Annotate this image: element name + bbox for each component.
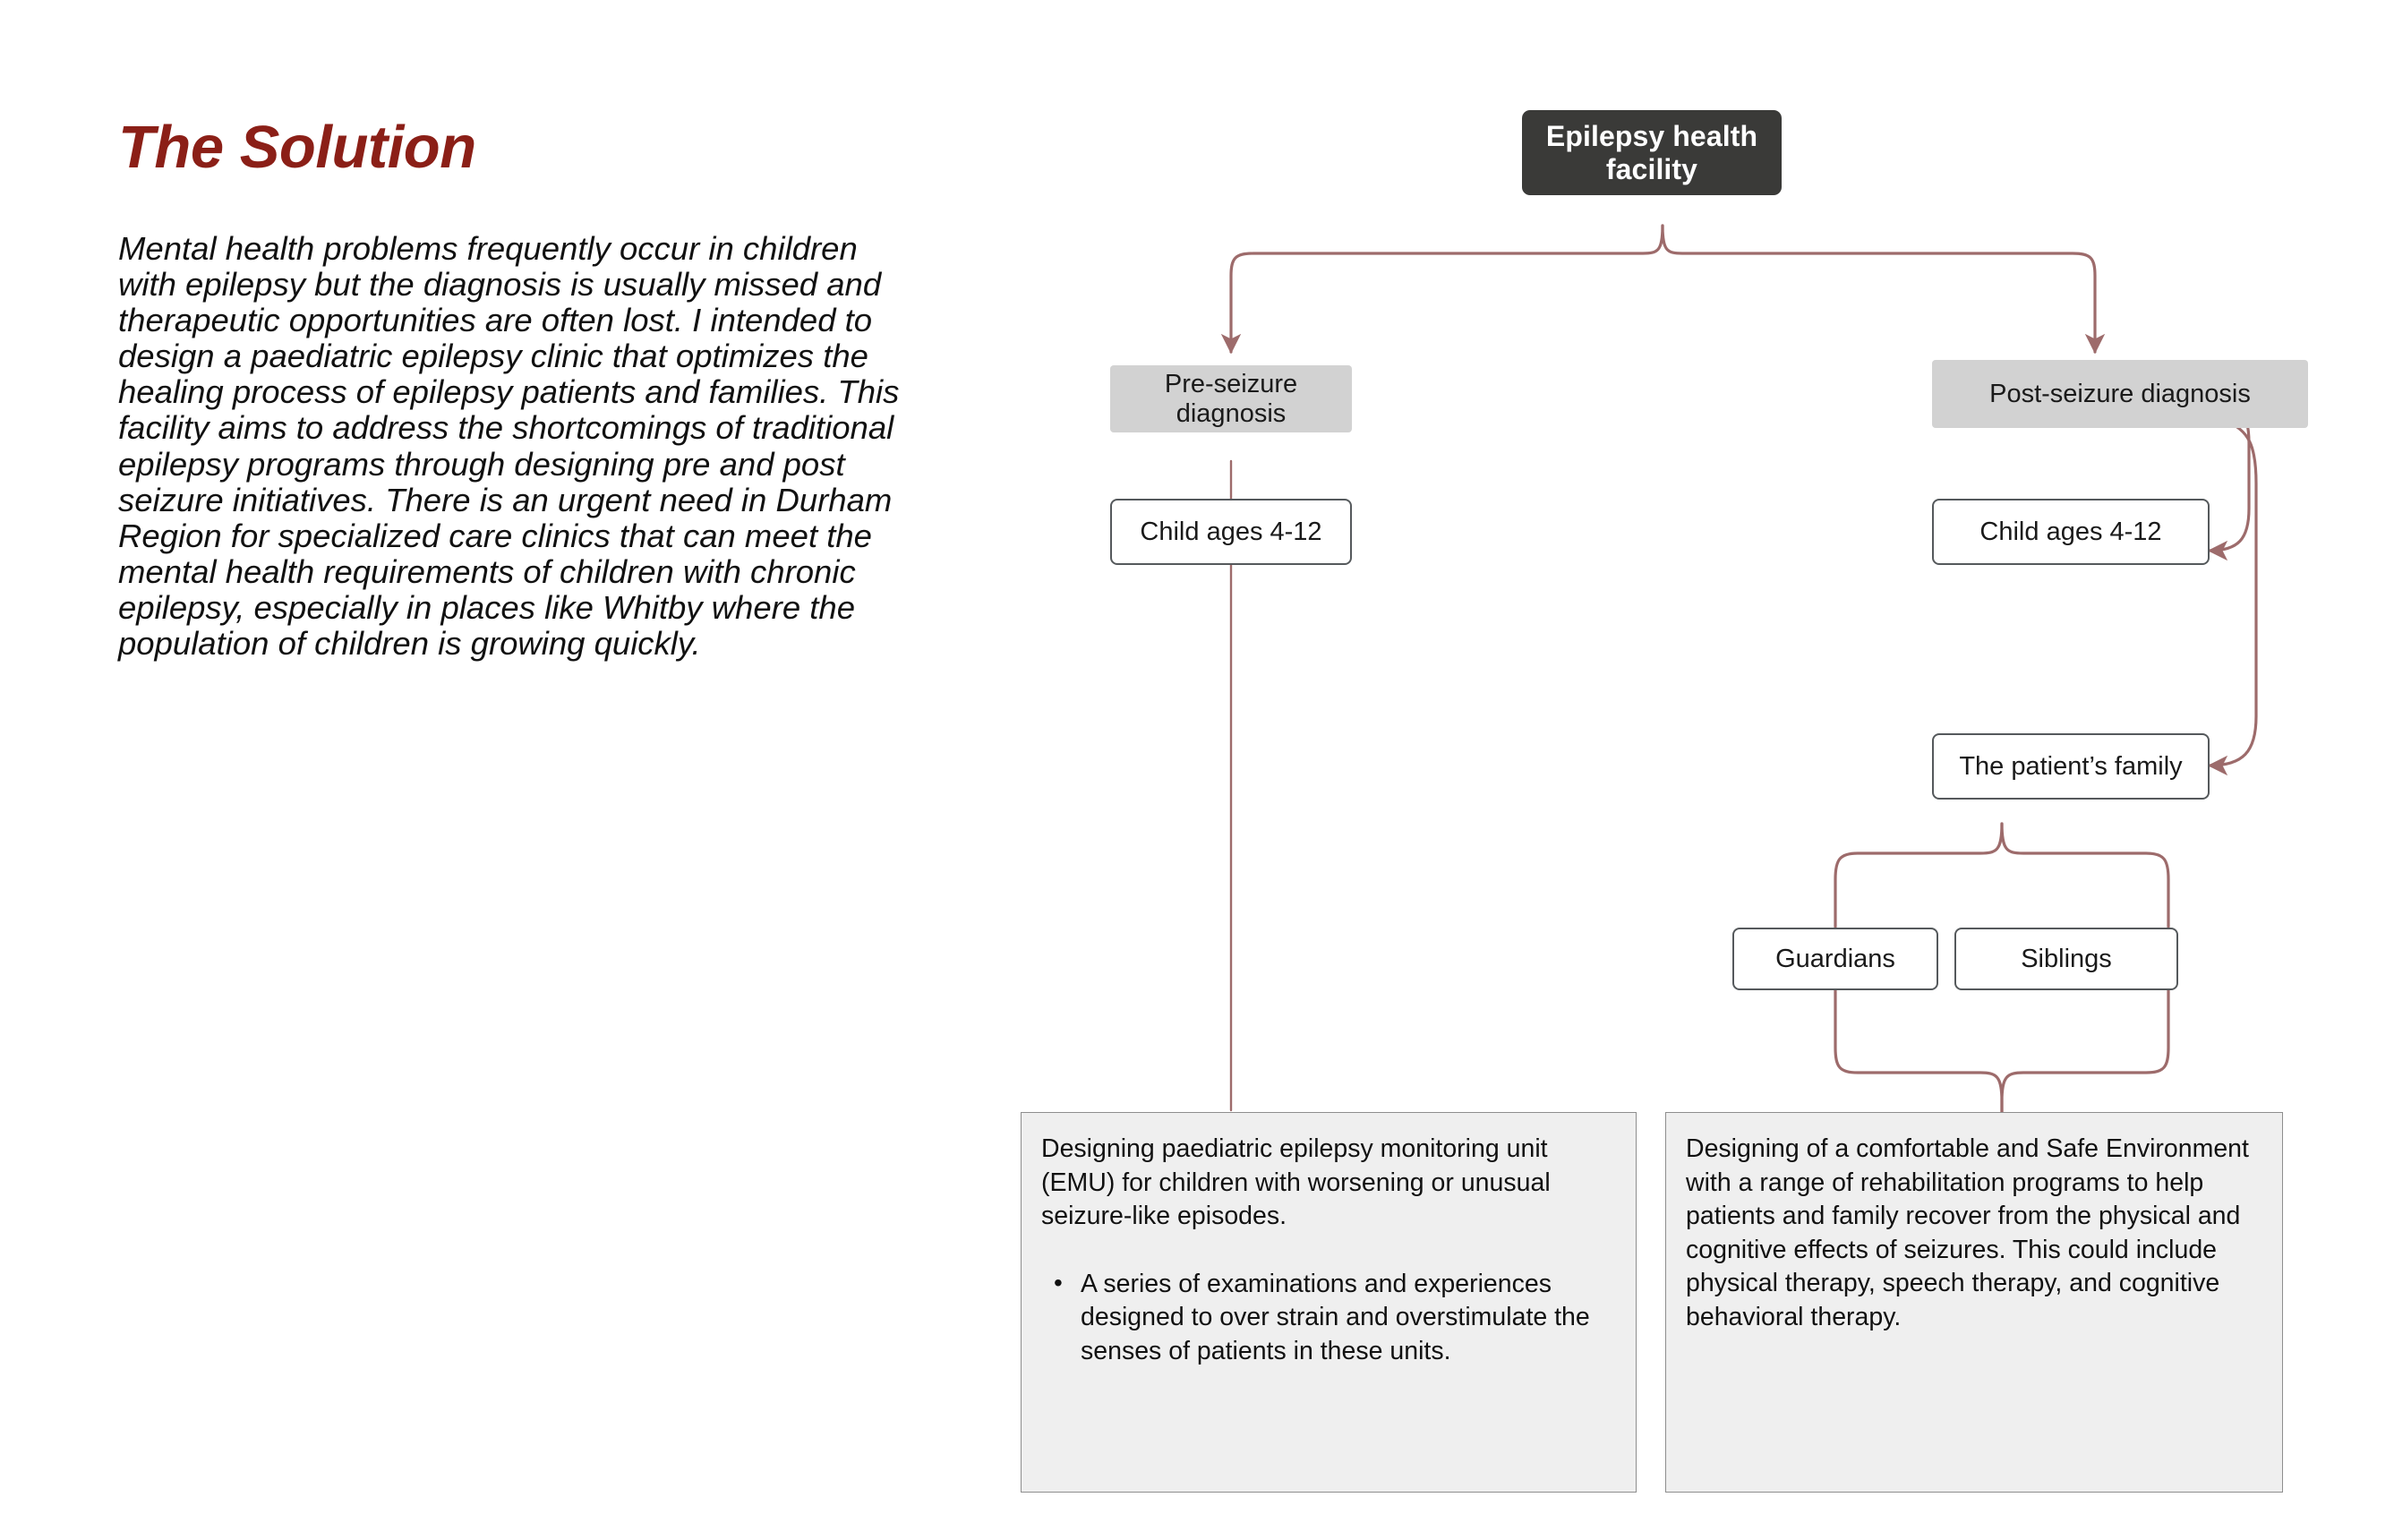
connector-root-to-post	[1661, 224, 2106, 355]
connector-root-to-pre	[1220, 224, 1664, 355]
list-item: A series of examinations and experiences…	[1054, 1267, 1614, 1369]
connector-siblings-to-outcome	[2000, 988, 2170, 1116]
connector-post-to-family	[2207, 419, 2258, 776]
node-label: Epilepsy health facility	[1545, 119, 1758, 185]
node-guardians[interactable]: Guardians	[1732, 928, 1938, 990]
node-label: Siblings	[2021, 944, 2112, 973]
outcome-box-pre-seizure: Designing paediatric epilepsy monitoring…	[1021, 1112, 1637, 1493]
outcome-paragraph: Designing of a comfortable and Safe Envi…	[1686, 1134, 2249, 1332]
node-epilepsy-health-facility[interactable]: Epilepsy health facility	[1522, 110, 1782, 195]
connector-family-to-siblings	[2000, 822, 2170, 928]
node-post-child-ages[interactable]: Child ages 4-12	[1932, 499, 2210, 565]
node-pre-child-ages[interactable]: Child ages 4-12	[1110, 499, 1352, 565]
intro-paragraph: Mental health problems frequently occur …	[118, 229, 900, 663]
outcome-bullet-list: A series of examinations and experiences…	[1041, 1267, 1614, 1369]
node-siblings[interactable]: Siblings	[1954, 928, 2178, 990]
node-post-seizure-diagnosis[interactable]: Post-seizure diagnosis	[1932, 360, 2308, 428]
node-patients-family[interactable]: The patient’s family	[1932, 733, 2210, 800]
connector-family-to-guardians	[1834, 822, 2004, 928]
node-label: Guardians	[1775, 944, 1895, 973]
node-label: Pre-seizure diagnosis	[1164, 369, 1298, 428]
node-label: Child ages 4-12	[1979, 517, 2162, 546]
node-label: Post-seizure diagnosis	[1989, 379, 2251, 408]
page-title: The Solution	[118, 114, 476, 181]
outcome-paragraph: Designing paediatric epilepsy monitoring…	[1041, 1134, 1551, 1231]
org-diagram: Epilepsy health facility Pre-seizure dia…	[985, 110, 2328, 1493]
outcome-box-post-seizure: Designing of a comfortable and Safe Envi…	[1665, 1112, 2283, 1493]
text-column: The Solution Mental health problems freq…	[118, 115, 924, 662]
node-label: The patient’s family	[1959, 751, 2183, 781]
connector-guardians-to-outcome	[1834, 988, 2004, 1116]
node-pre-seizure-diagnosis[interactable]: Pre-seizure diagnosis	[1110, 365, 1352, 432]
node-label: Child ages 4-12	[1140, 517, 1322, 546]
